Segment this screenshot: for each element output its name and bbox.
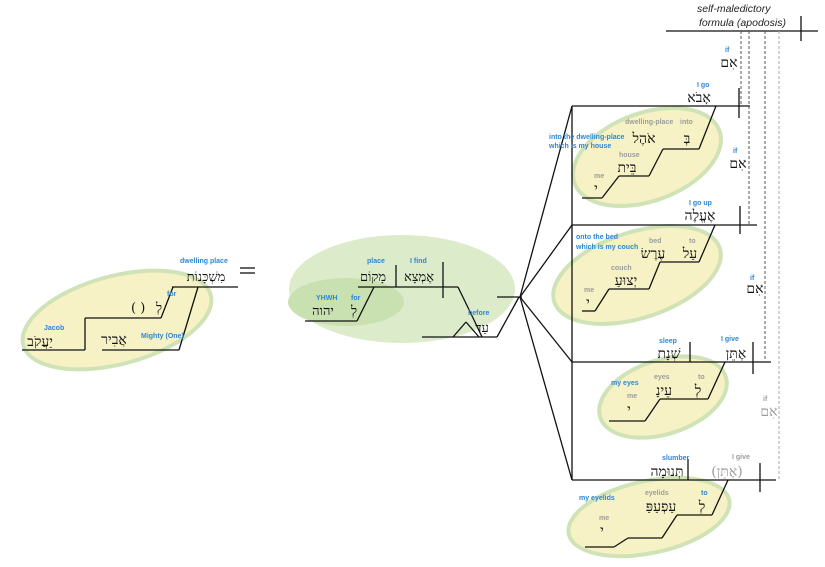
yhwh-gloss: YHWH [316,295,337,302]
to-word-3: לְ [694,383,702,399]
into-gloss: into [680,119,693,126]
onto-bed-gloss-1: onto the bed [576,234,618,241]
onto-word: עַל [682,246,698,262]
to-word-4: לְ [698,499,706,515]
if-gloss-4: if [763,396,768,403]
abir-gloss: Mighty (One) [141,333,184,340]
me-word-4: י [600,523,604,539]
jacob-gloss: Jacob [44,325,64,332]
jacob-ellipse [20,268,214,372]
i-go-up-word: אֶעֱלֶה [685,208,716,224]
place-word: מָקוֹם [360,270,386,285]
eyelids-ellipse [566,475,732,559]
onto-bed-gloss-2: which is my couch [575,244,638,251]
eyelids-gloss: eyelids [645,490,669,497]
abir-word: אֲבִיר [101,332,127,348]
bed-word: עֶרֶשׂ [641,246,666,262]
i-give-word: אֶתֵּן [726,346,747,362]
jacob-word: יַעֲקֹב [27,334,53,350]
yhwh-ellipse [288,278,404,326]
i-give-gloss: I give [721,336,739,343]
i-find-gloss: I find [410,258,427,265]
house-word: בֵּית [618,160,637,176]
slumber-word: תְּנוּמָה [650,464,683,480]
eyes-word: עֵינָ [656,383,672,399]
me-gloss-2: me [584,287,594,294]
yhwh-word: יהוה [312,304,334,319]
house-ellipse [571,105,723,209]
eyes-gloss: eyes [654,374,670,381]
me-word-3: י [627,402,631,418]
if-gloss-2: if [733,148,738,155]
if-word-4: אִם [760,404,777,420]
to-gloss-2: to [689,238,696,245]
me-word-1: י [594,181,598,197]
into-dwelling-gloss-2: which is my house [548,143,611,150]
sleep-gloss: sleep [659,338,677,345]
i-go-gloss: I go [697,82,709,89]
bed-gloss: bed [649,238,661,245]
my-eyelids-gloss: my eyelids [579,495,615,502]
i-go-up-gloss: I go up [689,200,712,207]
dwelling-word: אֹהֶל [631,131,655,147]
to-gloss-4: to [701,490,708,497]
into-word: בְּ [684,131,691,147]
lamed-middle: לְ [350,304,357,319]
to-gloss-3: to [698,374,705,381]
if-word-1: אִם [720,55,737,71]
for-gloss-middle: for [351,295,361,302]
sleep-word: שְׁנָת [657,346,680,362]
lamed-left: לְ [155,301,162,316]
me-word-2: י [586,295,590,311]
house-gloss: house [619,152,640,159]
dwelling-gloss: dwelling-place [625,119,673,126]
eyelids-word: עַפְעַפַּ [646,499,677,515]
if-gloss-3: if [750,275,755,282]
apodosis-note-line2: formula (apodosis) [699,17,786,29]
i-give-gloss-4: I give [732,454,750,461]
apodosis-note-line1: self-maledictory [697,3,771,15]
place-gloss: place [367,258,385,265]
couch-gloss: couch [611,265,632,272]
me-gloss-3: me [627,393,637,400]
into-dwelling-gloss-1: into the dwelling-place [549,134,625,141]
my-eyes-gloss: my eyes [611,380,639,387]
if-word-2: אִם [729,156,746,172]
paren-left: ( ) [131,301,145,316]
dwelling-place-gloss: dwelling place [180,258,228,265]
before-word: עַד [475,321,489,336]
before-gloss: before [468,310,490,317]
if-word-3: אִם [746,281,763,297]
couch-ellipse [551,224,723,326]
i-give-word-4: (אֶתֵּן) [711,464,742,480]
dwelling-place-word: מִשְׁכָּנוֹת [187,270,226,285]
if-gloss-1: if [725,47,730,54]
slumber-gloss: slumber [662,455,690,462]
couch-word: יְצוּעַ [615,273,638,289]
for-gloss-left: for [167,291,177,298]
me-gloss-4: me [599,515,609,522]
i-find-word: אֶמְצָא [404,270,434,285]
i-go-word: אָבֹא [687,90,711,106]
me-gloss-1: me [594,173,604,180]
